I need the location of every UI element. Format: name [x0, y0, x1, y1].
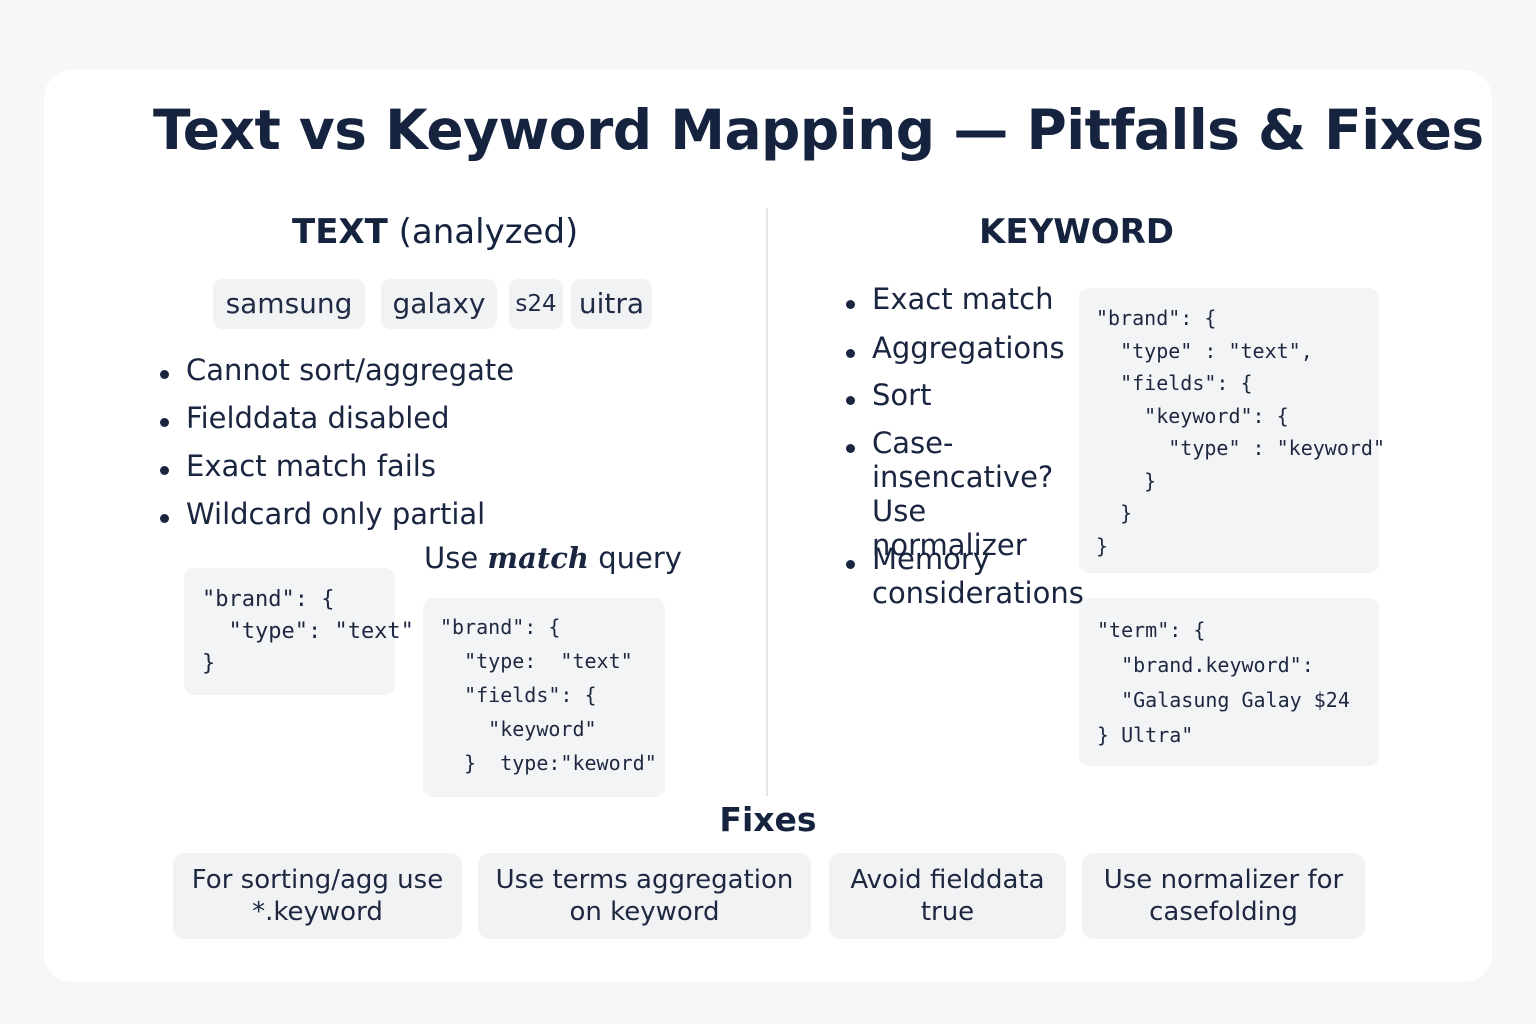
fix-card: For sorting/agg use *.keyword: [173, 853, 462, 939]
fix-card: Use terms aggregation on keyword: [478, 853, 811, 939]
list-item: Exact match: [842, 282, 1074, 331]
text-column-heading: TEXT (analyzed): [292, 212, 578, 252]
list-item: Fielddata disabled: [156, 400, 514, 448]
list-item: Sort: [842, 378, 1074, 426]
list-item: Aggregations: [842, 331, 1074, 378]
list-item: Case- insencative? Use normalizer: [842, 426, 1074, 562]
list-item: Wildcard only partial: [156, 496, 514, 544]
text-mapping-code: "brand": { "type": "text" }: [184, 568, 414, 695]
fix-card: Avoid fielddata true: [829, 853, 1066, 939]
page-title: Text vs Keyword Mapping — Pitfalls & Fix…: [153, 98, 1484, 162]
list-item: Memory considerations: [842, 542, 1084, 612]
list-item: Exact match fails: [156, 448, 514, 496]
use-match-query-note: Use match query: [424, 541, 682, 575]
multifield-mapping-code: "brand": { "type: "text" "fields": { "ke…: [423, 598, 665, 797]
token-chip: s24: [509, 279, 563, 329]
keyword-mapping-code: "brand": { "type" : "text", "fields": { …: [1079, 288, 1385, 573]
keyword-column-heading: KEYWORD: [979, 212, 1174, 252]
column-divider: [766, 208, 768, 796]
text-heading-label: TEXT: [292, 212, 388, 252]
token-chip: uitra: [571, 279, 652, 329]
token-chip: galaxy: [381, 279, 497, 329]
text-pitfalls-list: Cannot sort/aggregate Fielddata disabled…: [156, 352, 514, 544]
use-match-emphasis: match: [487, 541, 590, 575]
use-match-prefix: Use: [424, 541, 479, 575]
fix-card: Use normalizer for casefolding: [1082, 853, 1365, 939]
token-chip: samsung: [213, 279, 365, 329]
fixes-heading: Fixes: [719, 800, 817, 839]
keyword-heading-label: KEYWORD: [979, 212, 1175, 252]
list-item: Cannot sort/aggregate: [156, 352, 514, 400]
term-query-code: "term": { "brand.keyword": "Galasung Gal…: [1079, 598, 1379, 766]
text-heading-qualifier: (analyzed): [398, 212, 579, 252]
use-match-suffix: query: [598, 541, 682, 575]
keyword-features-list: Exact match Aggregations Sort Case- inse…: [842, 282, 1084, 612]
